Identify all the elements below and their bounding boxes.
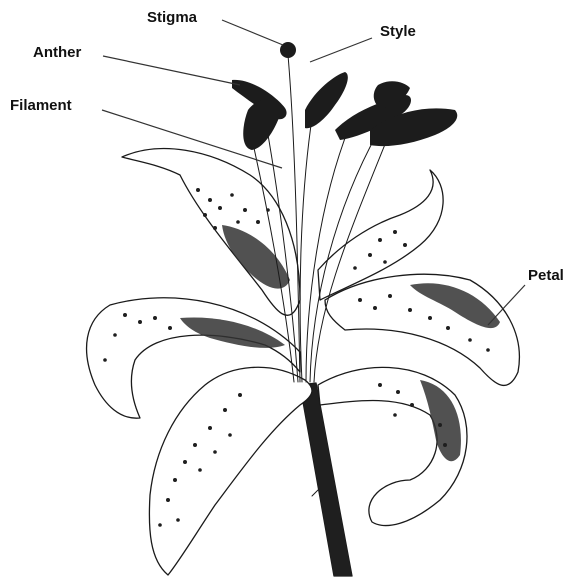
filament-label: Filament	[10, 98, 72, 113]
anther-label: Anther	[33, 45, 81, 60]
anther-leader	[103, 56, 240, 85]
petal-upper-left	[122, 149, 300, 316]
petal-lower-left	[149, 367, 312, 575]
stigma-label: Stigma	[147, 10, 197, 25]
stem	[300, 383, 352, 576]
stigma-leader	[222, 20, 283, 45]
petal-label: Petal	[528, 268, 564, 283]
style-label: Style	[380, 24, 416, 39]
anthers	[232, 72, 457, 150]
petal-right	[325, 274, 519, 385]
style-leader	[310, 38, 372, 62]
